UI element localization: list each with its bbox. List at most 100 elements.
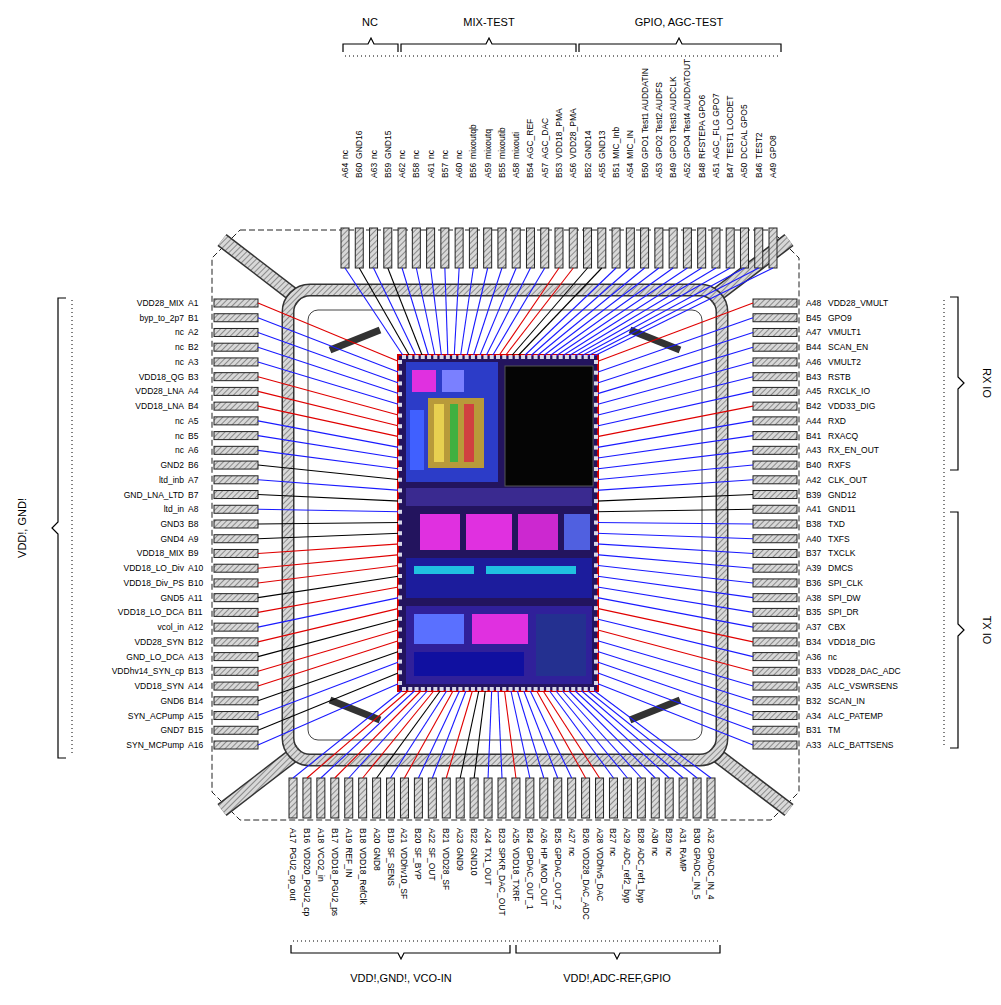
bond-wire (258, 332, 400, 383)
pin-name: nc (411, 150, 421, 159)
leads-and-wires (214, 228, 797, 818)
bond-pad (594, 585, 598, 589)
package-lead (214, 446, 258, 454)
bond-wire (431, 268, 442, 357)
bond-wire (498, 689, 502, 778)
bond-pad (594, 403, 598, 407)
pin-number: A42 (806, 475, 821, 485)
bond-wire (529, 268, 630, 357)
pin-name: ADC_ref2_byp (622, 847, 632, 903)
pin-label: A56VDD28_PMA (568, 108, 578, 178)
die-block (505, 366, 593, 486)
bracket-dots (944, 300, 945, 746)
pin-number: B20 (413, 828, 423, 843)
bond-pad (398, 478, 402, 482)
bond-pad (590, 355, 594, 359)
pin-label: A17PGU2_cp_out (288, 828, 298, 901)
die-block (406, 488, 592, 506)
pin-label: A59mixoutq (483, 129, 493, 178)
package-lead (569, 228, 577, 268)
pin-name: RSTB (828, 372, 851, 382)
pin-name: nc (175, 416, 184, 426)
package-lead (712, 228, 720, 268)
bond-pad (458, 687, 462, 691)
pin-number: B3 (188, 372, 198, 382)
bond-pad (398, 456, 402, 460)
bond-pad (527, 355, 531, 359)
package-lead (214, 328, 258, 336)
bond-wire (596, 544, 753, 554)
package-lead (214, 505, 258, 513)
pin-label: A25VDD18_TXRF (511, 828, 521, 901)
package-lead (428, 778, 436, 818)
bond-wire (374, 268, 417, 357)
pin-label: B56mixoutqb (468, 124, 478, 178)
bond-pad (594, 595, 598, 599)
bond-wire (258, 597, 400, 627)
package-lead (753, 608, 797, 616)
package-lead (214, 417, 258, 425)
pin-number: B19 (386, 828, 396, 843)
pin-number: A15 (188, 711, 203, 721)
package-lead (753, 667, 797, 675)
bracket-dots (293, 941, 718, 942)
pin-name: GPDAC_OUT_2 (553, 847, 563, 909)
die-body (398, 355, 598, 691)
package-lead (683, 228, 691, 268)
bond-wire (479, 268, 516, 357)
pin-label: A64nc (340, 150, 350, 178)
paddle-slot (330, 330, 380, 350)
pin-name: nc (426, 150, 436, 159)
bond-pad (594, 510, 598, 514)
pin-label: B60GND16 (354, 131, 364, 178)
package-lead (596, 778, 604, 818)
package-lead (398, 228, 406, 268)
pin-name: VDDhv10_SF (399, 847, 409, 899)
package-lead (753, 461, 797, 469)
package-lead (641, 228, 649, 268)
pin-number: B34 (806, 637, 821, 647)
bond-pad (398, 403, 402, 407)
bond-wire (596, 683, 753, 745)
pin-name: GPO2 Test2 AUDFS (654, 82, 664, 159)
bond-pad (398, 381, 402, 385)
pin-number: A27 (567, 828, 577, 843)
bond-pad (398, 660, 402, 664)
pin-number: A49 (768, 163, 778, 178)
pin-number: B17 (330, 828, 340, 843)
package-lead (214, 402, 258, 410)
pin-name: nc (650, 847, 660, 856)
package-lead (214, 535, 258, 543)
bond-pad (398, 414, 402, 418)
bond-wire (596, 523, 753, 525)
pin-label: B59GND15 (383, 131, 393, 178)
pin-number: A26 (539, 828, 549, 843)
pin-name: GND11 (828, 504, 856, 514)
die-block (412, 370, 436, 392)
pin-number: A9 (188, 534, 198, 544)
package-lead (753, 314, 797, 322)
package-lead (753, 579, 797, 587)
package-lead (753, 476, 797, 484)
bond-wire (511, 689, 530, 778)
pin-number: A10 (188, 563, 203, 573)
bond-pad (594, 521, 598, 525)
package-lead (214, 432, 258, 440)
bond-wire (258, 555, 400, 569)
pin-name: RFSTEPA GPO6 (697, 95, 707, 159)
bond-pad (496, 687, 500, 691)
bond-pad (559, 355, 563, 359)
pin-name: GND_LO_DCA (126, 652, 184, 662)
pin-number: A63 (369, 163, 379, 178)
die-block (410, 410, 424, 470)
bond-wire (596, 640, 753, 686)
bond-pad (594, 414, 598, 418)
bond-wire (596, 450, 753, 469)
bond-wire (307, 689, 410, 778)
pin-name: mixoutq (483, 129, 493, 159)
pin-number: B32 (806, 696, 821, 706)
bond-pad (571, 355, 575, 359)
pin-number: B28 (636, 828, 646, 843)
bond-pad (398, 638, 402, 642)
pin-number: B22 (469, 828, 479, 843)
